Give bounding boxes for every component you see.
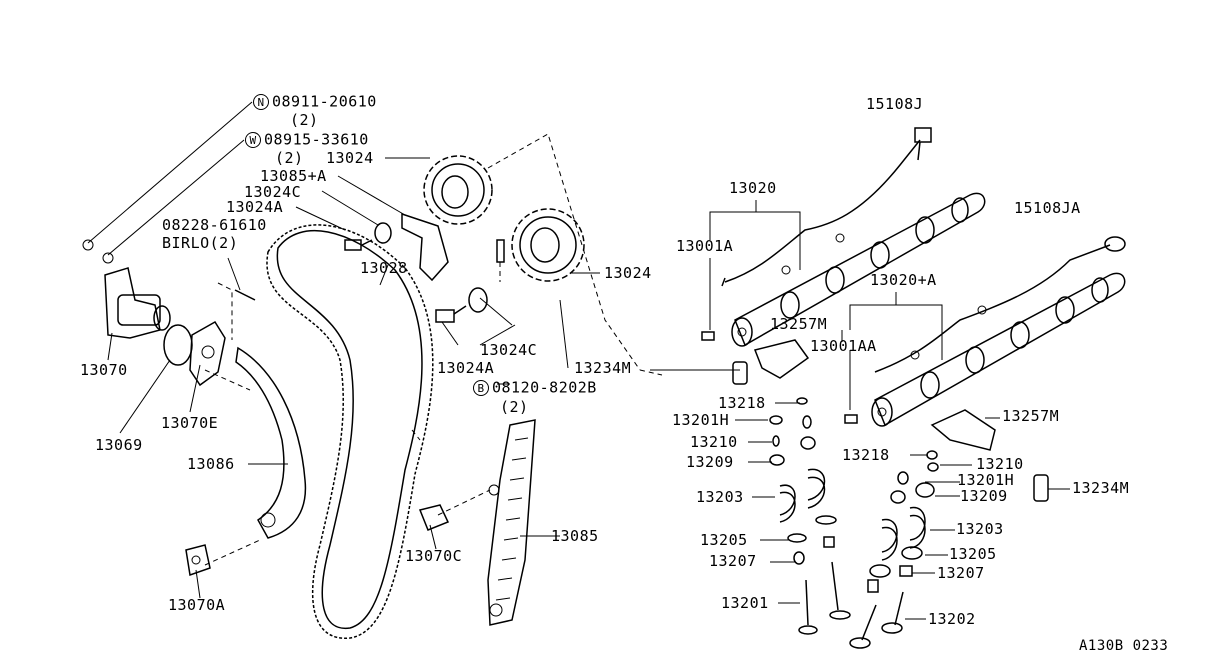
valve-stack-left bbox=[735, 397, 851, 635]
label-bolt-n-qty: (2) bbox=[290, 111, 319, 129]
label-seal-13207-left: 13207 bbox=[709, 552, 757, 570]
label-gasket-13070e: 13070E bbox=[161, 414, 219, 432]
label-camshaft-13020: 13020 bbox=[729, 179, 777, 197]
label-valve-13201: 13201 bbox=[721, 594, 769, 612]
label-pin-13070c: 13070C bbox=[405, 547, 463, 565]
label-collet-13210-left: 13210 bbox=[690, 433, 738, 451]
label-seat-13218-left: 13218 bbox=[718, 394, 766, 412]
label-washer-w-text: 08915-33610 bbox=[264, 130, 369, 149]
camshaft-13020a bbox=[871, 272, 1126, 427]
label-retainer-13209-left: 13209 bbox=[686, 453, 734, 471]
label-rocker-13257m-right: 13257M bbox=[1002, 407, 1060, 425]
label-plug-13001a: 13001A bbox=[676, 237, 734, 255]
camshaft-13020 bbox=[731, 192, 986, 347]
label-lifter-13234m-right: 13234M bbox=[1072, 479, 1130, 497]
label-retainer-13209-right: 13209 bbox=[960, 487, 1008, 505]
harness-15108ja bbox=[874, 236, 1126, 373]
label-chain-13028: 13028 bbox=[360, 259, 408, 277]
label-washer-w-qty: (2) bbox=[275, 149, 304, 167]
label-sprocket-13024-right: 13024 bbox=[604, 264, 652, 282]
dashed-outline bbox=[204, 133, 663, 566]
timing-chain-13028 bbox=[266, 224, 434, 639]
label-plug-13001aa: 13001AA bbox=[810, 337, 877, 355]
label-tensioner-13070: 13070 bbox=[80, 361, 128, 379]
footer-code: A130B 0233 bbox=[1079, 638, 1169, 654]
label-seat-13218-right: 13218 bbox=[842, 446, 890, 464]
valve-stack-right bbox=[849, 450, 1070, 649]
label-seal-13207-right: 13207 bbox=[937, 564, 985, 582]
label-harness-15108ja: 15108JA bbox=[1014, 199, 1081, 217]
circle-n-symbol: N bbox=[253, 94, 269, 110]
label-bolt-13024a-upper: 13024A bbox=[226, 198, 284, 216]
label-birlo-part: 08228-61610 bbox=[162, 216, 267, 234]
label-bolt-b-qty: (2) bbox=[500, 398, 529, 416]
label-shim-13201h-right: 13201H bbox=[957, 471, 1015, 489]
label-rocker-13257m-left: 13257M bbox=[770, 315, 828, 333]
circle-b-symbol: B bbox=[473, 380, 489, 396]
label-bolt-n-text: 08911-20610 bbox=[272, 92, 377, 111]
label-slack-guide-13086: 13086 bbox=[187, 455, 235, 473]
label-spring-13203-right: 13203 bbox=[956, 520, 1004, 538]
label-part-13234m-left: 13234M bbox=[574, 359, 632, 377]
sprocket-upper-13024 bbox=[344, 155, 505, 282]
label-collet-13210-right: 13210 bbox=[976, 455, 1024, 473]
camshaft-brackets bbox=[709, 200, 943, 410]
label-washer-13024c-upper: 13024C bbox=[244, 183, 302, 201]
label-shim-13201h-left: 13201H bbox=[672, 411, 730, 429]
valve-train-parts bbox=[701, 331, 1049, 502]
sprocket-right-13024 bbox=[435, 208, 585, 323]
label-seat-13205-right: 13205 bbox=[949, 545, 997, 563]
tensioner-13070 bbox=[104, 267, 256, 387]
label-harness-15108j: 15108J bbox=[866, 95, 924, 113]
leader-lines bbox=[82, 101, 740, 599]
label-camshaft-13020a: 13020+A bbox=[870, 271, 937, 289]
circle-w-symbol: W bbox=[245, 132, 261, 148]
tension-guide-13085 bbox=[418, 419, 536, 626]
label-bolt-13024a-lower: 13024A bbox=[437, 359, 495, 377]
label-pin-13070a: 13070A bbox=[168, 596, 226, 614]
label-sprocket-13024-upper: 13024 bbox=[326, 149, 374, 167]
label-guide-13085: 13085 bbox=[551, 527, 599, 545]
label-guide-13085a: 13085+A bbox=[260, 167, 327, 185]
slack-guide-13086 bbox=[185, 346, 307, 577]
label-valve-13202: 13202 bbox=[928, 610, 976, 628]
label-spring-13203-left: 13203 bbox=[696, 488, 744, 506]
label-gasket-13069: 13069 bbox=[95, 436, 143, 454]
label-seat-13205-left: 13205 bbox=[700, 531, 748, 549]
label-birlo-qty: BIRLO(2) bbox=[162, 234, 239, 252]
harness-15108j bbox=[721, 127, 932, 287]
label-washer-13024c-lower: 13024C bbox=[480, 341, 538, 359]
label-bolt-b-text: 08120-8202B bbox=[492, 378, 597, 397]
